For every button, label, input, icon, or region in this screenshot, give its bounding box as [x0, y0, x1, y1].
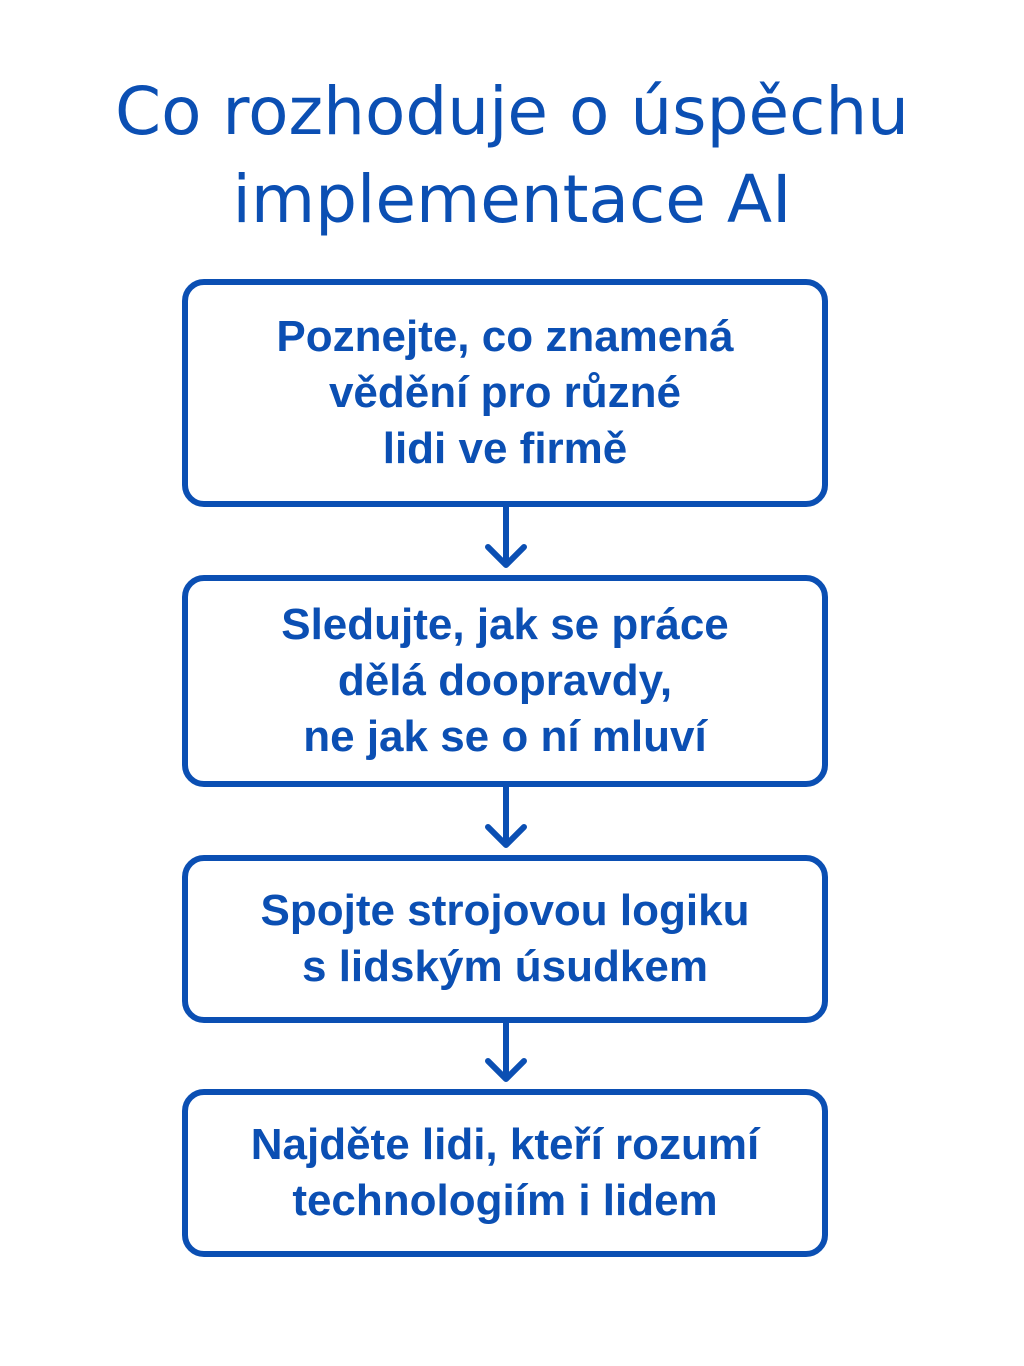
step-2-line-2: dělá doopravdy,: [337, 656, 673, 705]
diagram-title: Co rozhoduje o úspěchu implementace AI: [0, 68, 1024, 244]
flow-step-2: Sledujte, jak se práce dělá doopravdy, n…: [182, 575, 828, 787]
flow-step-4: Najděte lidi, kteří rozumí technologiím …: [182, 1089, 828, 1257]
step-3-line-2: s lidským úsudkem: [302, 942, 708, 991]
title-line-1: Co rozhoduje o úspěchu: [114, 73, 910, 150]
step-4-line-2: technologiím i lidem: [292, 1176, 718, 1225]
arrow-down-icon: [484, 507, 528, 575]
arrow-down-icon: [484, 1023, 528, 1089]
step-2-line-3: ne jak se o ní mluví: [303, 712, 707, 761]
step-2-line-1: Sledujte, jak se práce: [281, 600, 729, 649]
flow-step-3: Spojte strojovou logiku s lidským úsudke…: [182, 855, 828, 1023]
flow-step-1: Poznejte, co znamená vědění pro různé li…: [182, 279, 828, 507]
arrow-down-icon: [484, 787, 528, 855]
step-1-line-1: Poznejte, co znamená: [276, 312, 734, 361]
step-4-line-1: Najděte lidi, kteří rozumí: [250, 1120, 760, 1169]
step-1-line-3: lidi ve firmě: [382, 424, 628, 473]
step-3-line-1: Spojte strojovou logiku: [260, 886, 750, 935]
step-1-line-2: vědění pro různé: [328, 368, 682, 417]
title-line-2: implementace AI: [232, 161, 792, 238]
